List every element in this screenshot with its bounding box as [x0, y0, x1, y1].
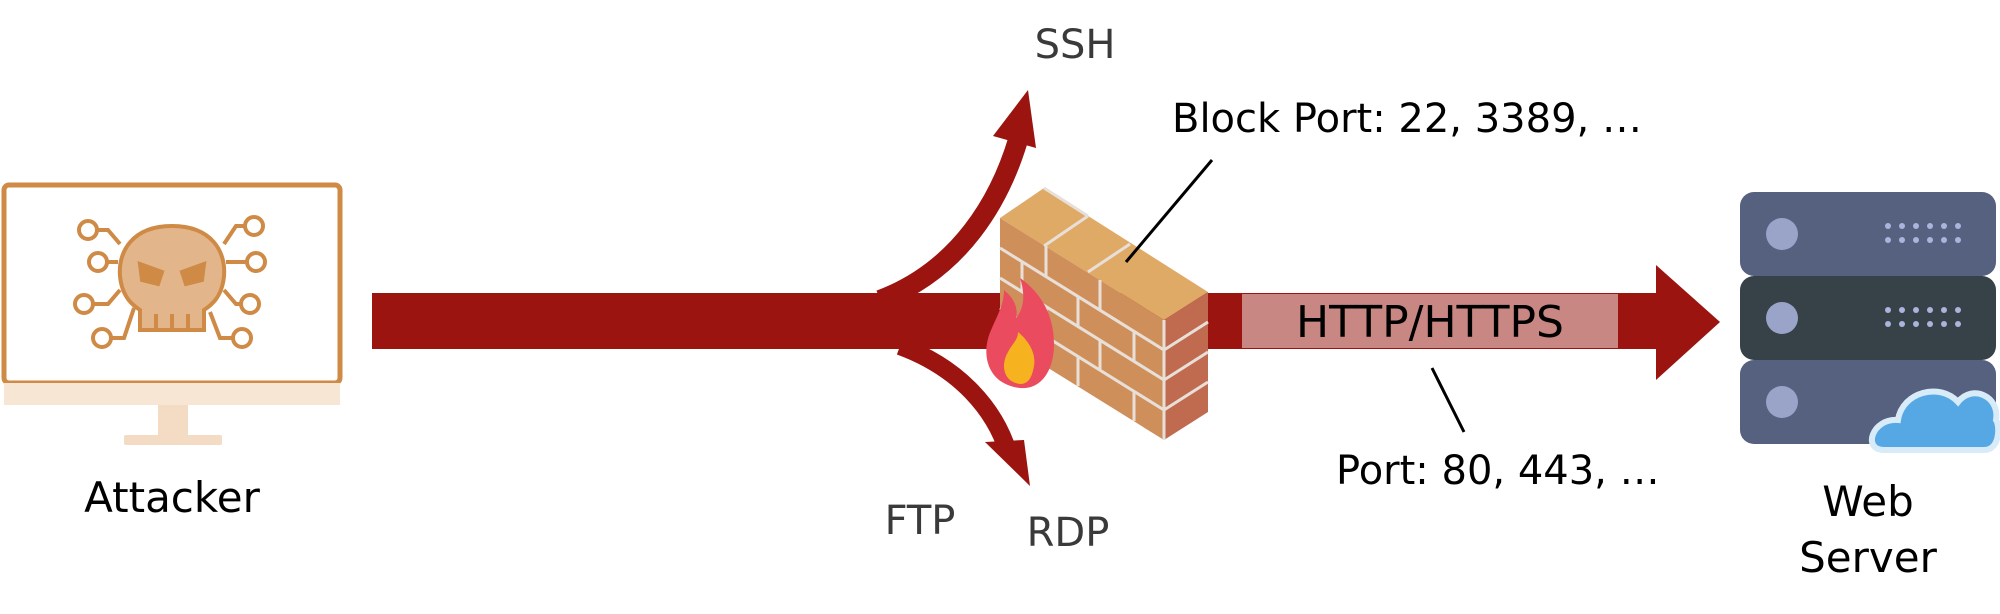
ssh-arrow-head	[993, 90, 1036, 148]
web-server-label-line2: Server	[1799, 533, 1937, 582]
firewall-brick-wall-icon	[999, 186, 1209, 440]
attacker-monitor	[1, 182, 343, 445]
rdp-arrow-head	[985, 440, 1030, 486]
monitor-skull-icon	[73, 215, 267, 349]
block-port-label: Block Port: 22, 3389, …	[1172, 96, 1642, 142]
main-arrow-head	[1656, 265, 1720, 380]
ssh-branch-arrow	[876, 137, 1028, 310]
http-https-band	[1242, 294, 1618, 348]
http-https-label: HTTP/HTTPS	[1296, 297, 1564, 348]
cloud-icon	[1868, 388, 2000, 453]
allowed-port-callout-line	[1430, 367, 1466, 433]
allowed-port-label: Port: 80, 443, …	[1336, 448, 1660, 494]
rdp-label: RDP	[1027, 510, 1110, 556]
ftp-label: FTP	[885, 498, 956, 544]
block-port-callout-line	[1124, 159, 1214, 263]
attacker-label: Attacker	[84, 473, 260, 522]
rdp-branch-arrow	[896, 337, 1017, 455]
server-rack-icon	[1740, 192, 1996, 444]
ssh-label: SSH	[1035, 22, 1116, 68]
fire-icon	[986, 278, 1054, 389]
web-server-label-line1: Web	[1822, 477, 1914, 526]
